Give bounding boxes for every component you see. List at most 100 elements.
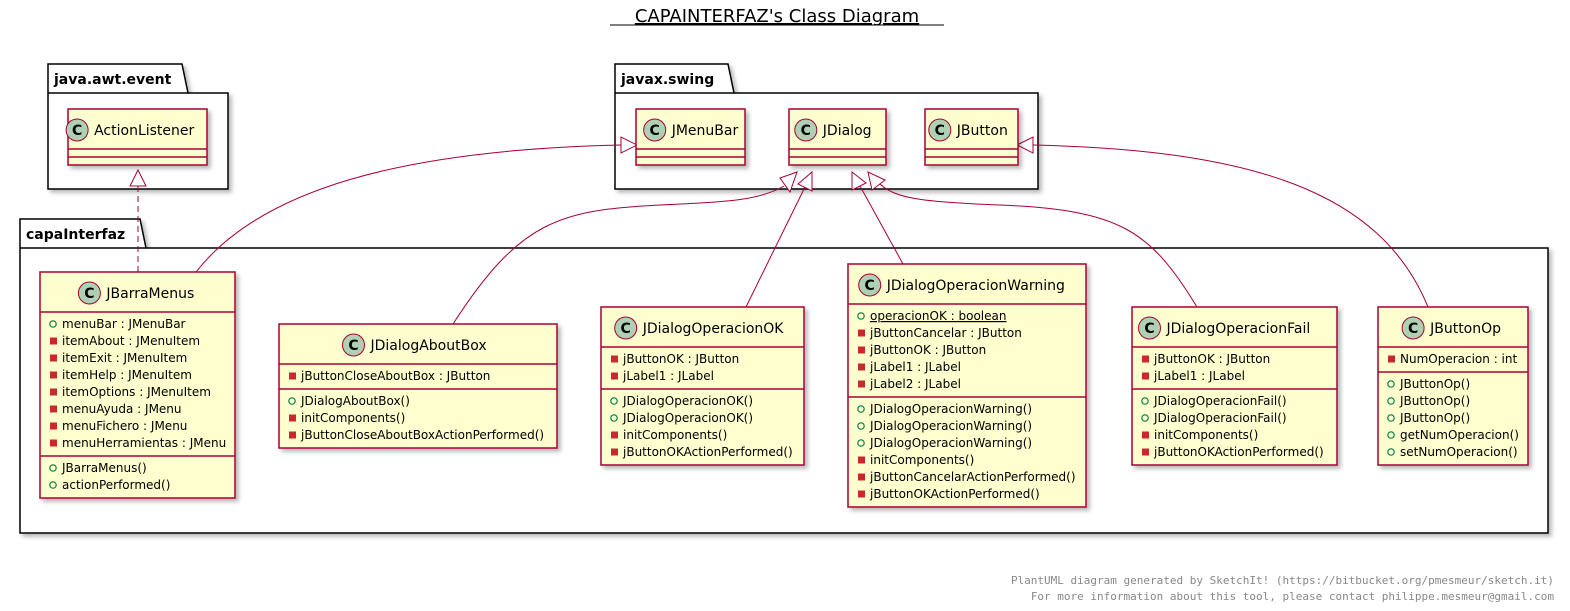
- public-visibility-icon: [1387, 414, 1395, 422]
- class-attribute: jLabel1 : JLabel: [1153, 369, 1245, 383]
- class-method: setNumOperacion(): [1400, 445, 1518, 459]
- class-stereotype-circle-icon: [794, 118, 818, 142]
- class-method: JDialogOperacionWarning(): [869, 402, 1032, 416]
- private-visibility-icon: [50, 388, 57, 396]
- public-visibility-icon: [610, 397, 618, 405]
- private-visibility-icon: [1142, 431, 1149, 439]
- class-stereotype-circle-icon: [928, 118, 952, 142]
- private-visibility-icon: [611, 372, 618, 380]
- class-stereotype-circle-icon: [1138, 316, 1161, 340]
- class-method: jButtonCancelarActionPerformed(): [869, 470, 1076, 484]
- private-visibility-icon: [289, 372, 296, 380]
- class-stereotype-circle-icon: [77, 281, 101, 305]
- class-method: JButtonOp(): [1399, 394, 1470, 408]
- public-visibility-icon: [857, 312, 865, 320]
- private-visibility-icon: [50, 337, 57, 345]
- private-visibility-icon: [858, 363, 865, 371]
- class-attribute: menuBar : JMenuBar: [62, 317, 186, 331]
- public-visibility-icon: [288, 397, 296, 405]
- class-method: JDialogOperacionOK(): [622, 394, 753, 408]
- private-visibility-icon: [289, 414, 296, 422]
- class-box: [278, 323, 558, 449]
- class-method: JButtonOp(): [1399, 377, 1470, 391]
- diagram-title: CAPAINTERFAZ's Class Diagram: [635, 6, 919, 27]
- class-name: JDialog: [822, 123, 872, 139]
- inheritance-jdialogoperacionwarning-jdialog: [851, 170, 904, 265]
- class-attribute: jButtonOK : JButton: [869, 343, 986, 357]
- private-visibility-icon: [50, 371, 57, 379]
- class-method: initComponents(): [870, 453, 974, 467]
- class-method: initComponents(): [623, 428, 727, 442]
- inheritance-jbuttonop-jbutton: [1015, 136, 1429, 308]
- public-visibility-icon: [610, 414, 618, 422]
- package-label: javax.swing: [620, 72, 714, 88]
- class-c-glyph-icon: C: [84, 286, 94, 302]
- private-visibility-icon: [1142, 448, 1149, 456]
- class-box: [600, 306, 805, 466]
- class-c-glyph-icon: C: [801, 123, 811, 139]
- private-visibility-icon: [50, 354, 57, 362]
- class-method: JDialogOperacionWarning(): [869, 436, 1032, 450]
- class-attribute: itemAbout : JMenuItem: [62, 334, 200, 348]
- class-name: JDialogOperacionOK: [642, 321, 785, 337]
- relations-layer: [129, 136, 1429, 325]
- private-visibility-icon: [50, 405, 57, 413]
- realization-jbarramenus-actionlistener: [129, 168, 147, 272]
- private-visibility-icon: [858, 346, 865, 354]
- inheritance-jbarramenus-jmenubar: [195, 136, 639, 273]
- footer-line-1: PlantUML diagram generated by SketchIt! …: [1011, 574, 1554, 587]
- class-c-glyph-icon: C: [865, 278, 875, 294]
- class-name: JBarraMenus: [105, 286, 194, 302]
- public-visibility-icon: [1387, 380, 1395, 388]
- class-attribute: jButtonOK : JButton: [622, 352, 739, 366]
- class-name: JDialogOperacionWarning: [886, 278, 1065, 294]
- class-stereotype-circle-icon: [342, 333, 365, 357]
- class-c-glyph-icon: C: [935, 123, 945, 139]
- class-method: JDialogOperacionOK(): [622, 411, 753, 425]
- class-attribute: jLabel2 : JLabel: [869, 377, 961, 391]
- class-method: initComponents(): [1154, 428, 1258, 442]
- class-method: getNumOperacion(): [1400, 428, 1519, 442]
- public-visibility-icon: [49, 464, 57, 472]
- class-attribute: itemOptions : JMenuItem: [62, 385, 211, 399]
- public-visibility-icon: [1387, 431, 1395, 439]
- public-visibility-icon: [1387, 397, 1395, 405]
- private-visibility-icon: [858, 490, 865, 498]
- private-visibility-icon: [611, 431, 618, 439]
- class-name: JDialogOperacionFail: [1166, 321, 1311, 337]
- private-visibility-icon: [1142, 355, 1149, 363]
- public-visibility-icon: [1141, 414, 1149, 422]
- private-visibility-icon: [50, 439, 57, 447]
- private-visibility-icon: [1142, 372, 1149, 380]
- class-box: [1131, 306, 1338, 466]
- class-c-glyph-icon: C: [650, 123, 660, 139]
- class-attribute: menuAyuda : JMenu: [62, 402, 182, 416]
- public-visibility-icon: [49, 320, 57, 328]
- private-visibility-icon: [611, 448, 618, 456]
- footer-line-2: For more information about this tool, pl…: [1031, 590, 1555, 603]
- class-method: jButtonOKActionPerformed(): [622, 445, 793, 459]
- class-attribute: jButtonOK : JButton: [1153, 352, 1270, 366]
- public-visibility-icon: [49, 481, 57, 489]
- private-visibility-icon: [289, 431, 296, 439]
- class-box: [39, 271, 236, 499]
- class-method: JDialogOperacionFail(): [1153, 411, 1287, 425]
- class-attribute: itemExit : JMenuItem: [62, 351, 187, 365]
- class-attribute: menuFichero : JMenu: [62, 419, 187, 433]
- class-jbarramenus: C JBarraMenus menuBar : JMenuBar itemAbout …: [39, 271, 236, 499]
- package-label: capaInterfaz: [26, 227, 125, 243]
- private-visibility-icon: [1388, 355, 1395, 363]
- package-label: java.awt.event: [53, 72, 172, 88]
- class-attribute: jButtonCloseAboutBox : JButton: [300, 369, 490, 383]
- class-name: JButton: [956, 123, 1008, 139]
- inheritance-jdialogoperacionfail-jdialog: [867, 171, 1198, 308]
- class-stereotype-circle-icon: [65, 118, 89, 142]
- class-stereotype-circle-icon: [1401, 316, 1425, 340]
